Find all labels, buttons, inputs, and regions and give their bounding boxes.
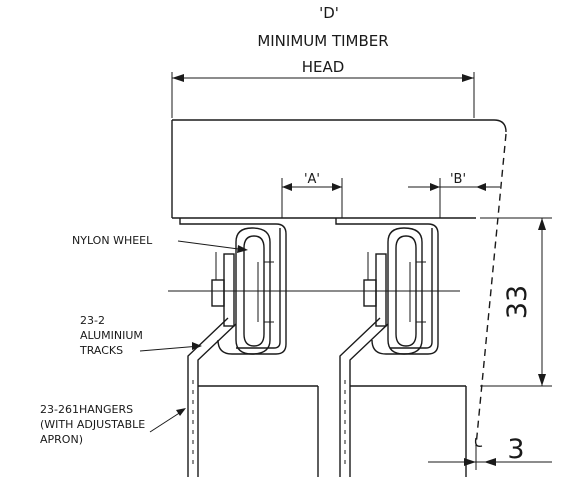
- apron-dashed-line: [475, 133, 507, 447]
- dimension-height: 33: [480, 217, 552, 387]
- dimension-a-label: 'A': [304, 172, 320, 187]
- callout-hangers-line-2: (WITH ADJUSTABLE: [40, 418, 145, 431]
- track-right: [335, 218, 439, 355]
- dimension-b: 'B': [408, 172, 500, 218]
- hanger-right: [339, 317, 467, 477]
- nylon-wheel-left: [211, 227, 274, 355]
- track-left: [179, 218, 287, 355]
- dimension-offset-label: 3: [507, 434, 524, 465]
- callout-tracks-line-3: TRACKS: [79, 344, 123, 357]
- dimension-height-label: 33: [502, 285, 533, 319]
- callout-hangers: 23-261HANGERS (WITH ADJUSTABLE APRON): [40, 403, 186, 446]
- dimension-a: 'A': [281, 172, 343, 218]
- timber-head: [171, 119, 507, 219]
- callout-tracks: 23-2 ALUMINIUM TRACKS: [79, 314, 202, 357]
- dimension-offset: 3: [428, 434, 552, 470]
- callout-hangers-line-3: APRON): [40, 433, 83, 446]
- callout-nylon-wheel: NYLON WHEEL: [72, 234, 248, 253]
- callout-nylon-wheel-label: NYLON WHEEL: [72, 234, 153, 247]
- apron-bottom-curl: [474, 437, 483, 448]
- callout-tracks-line-1: 23-2: [80, 314, 105, 327]
- callout-tracks-line-2: ALUMINIUM: [80, 329, 143, 342]
- heading: 'D' MINIMUM TIMBER HEAD: [257, 4, 388, 76]
- heading-line-3: HEAD: [302, 58, 345, 76]
- callout-hangers-line-1: 23-261HANGERS: [40, 403, 133, 416]
- nylon-wheel-right: [363, 227, 426, 355]
- hanger-left: [187, 317, 319, 477]
- dimension-d: [171, 72, 475, 118]
- heading-line-1: 'D': [319, 4, 339, 22]
- dimension-b-label: 'B': [450, 172, 466, 187]
- heading-line-2: MINIMUM TIMBER: [257, 32, 388, 50]
